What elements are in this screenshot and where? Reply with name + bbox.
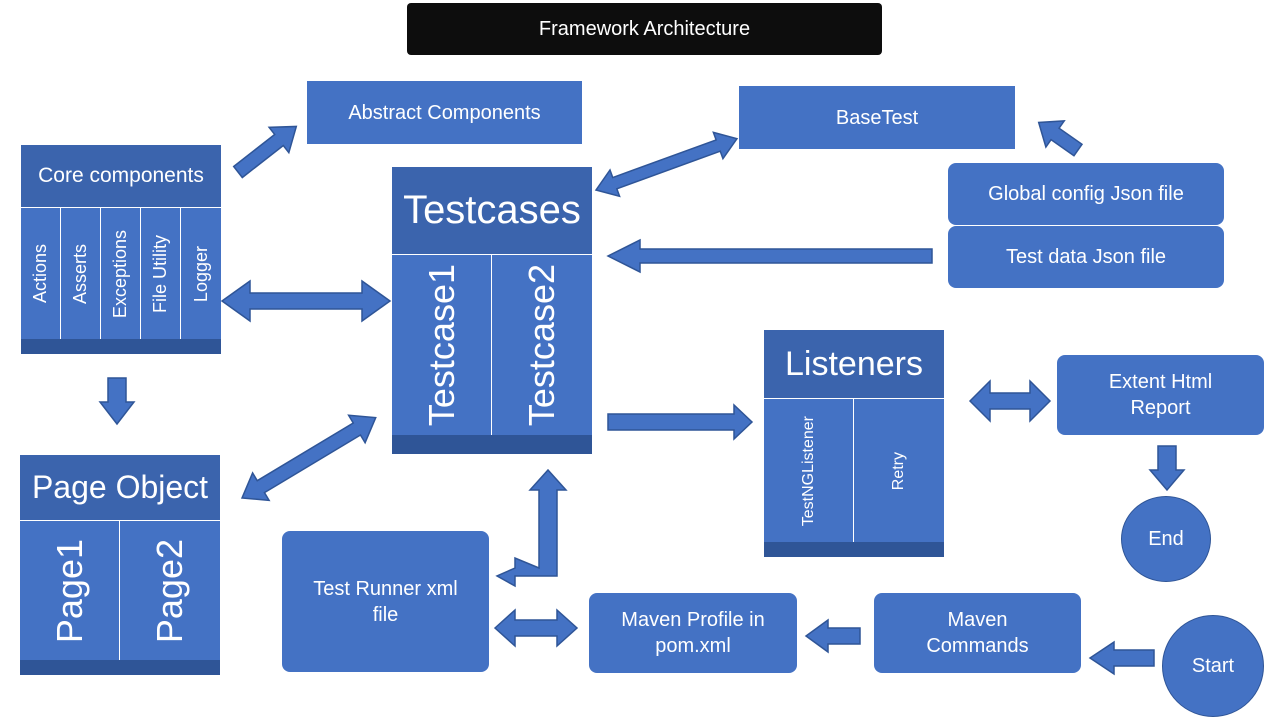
page-object-footer: [20, 660, 220, 675]
core-item-actions: Actions: [21, 208, 61, 340]
global-config-box: Global config Json file: [948, 163, 1224, 225]
core-item-asserts: Asserts: [61, 208, 101, 340]
test-runner-box: Test Runner xml file: [282, 531, 489, 672]
testcases-panel: Testcases Testcase1 Testcase2: [392, 167, 592, 454]
testcases-columns: Testcase1 Testcase2: [392, 254, 592, 436]
arrow-config-to-basetest: [1037, 119, 1084, 157]
arrow-core-testcases: [220, 279, 392, 323]
diagram-title: Framework Architecture: [407, 3, 882, 55]
test-data-box: Test data Json file: [948, 226, 1224, 288]
arrow-runner-to-testcases: [495, 468, 568, 588]
core-components-columns: Actions Asserts Exceptions File Utility …: [21, 207, 221, 340]
arrow-core-to-abstract: [232, 125, 298, 179]
core-item-exceptions: Exceptions: [101, 208, 141, 340]
listeners-footer: [764, 542, 944, 557]
listeners-panel: Listeners TestNGListener Retry: [764, 330, 944, 557]
arrow-runner-profile: [493, 608, 579, 648]
abstract-components-box: Abstract Components: [307, 81, 582, 144]
listeners-title: Listeners: [764, 330, 944, 398]
end-node: End: [1121, 496, 1211, 582]
extent-report-box: Extent Html Report: [1057, 355, 1264, 435]
page-object-panel: Page Object Page1 Page2: [20, 455, 220, 675]
arrow-start-to-commands: [1088, 640, 1155, 676]
arrow-testcases-to-listeners: [607, 403, 754, 441]
arrow-core-to-page: [98, 377, 136, 426]
testcases-title: Testcases: [392, 167, 592, 254]
core-components-title: Core components: [21, 145, 221, 207]
arrow-commands-to-profile: [804, 618, 861, 654]
arrow-report-to-end: [1148, 445, 1186, 492]
arrow-listeners-report: [968, 379, 1052, 423]
start-node: Start: [1162, 615, 1264, 717]
arrow-testdata-to-testcases: [606, 238, 933, 274]
arrow-page-testcases: [240, 414, 377, 502]
testcases-footer: [392, 435, 592, 454]
page-item-1: Page1: [20, 521, 120, 661]
listener-item-testng: TestNGListener: [764, 399, 854, 543]
testcase-item-1: Testcase1: [392, 255, 492, 436]
core-components-footer: [21, 339, 221, 354]
page-object-title: Page Object: [20, 455, 220, 520]
maven-commands-box: Maven Commands: [874, 593, 1081, 673]
page-object-columns: Page1 Page2: [20, 520, 220, 661]
listeners-columns: TestNGListener Retry: [764, 398, 944, 543]
arrow-testcases-basetest: [594, 131, 739, 198]
core-components-panel: Core components Actions Asserts Exceptio…: [21, 145, 221, 354]
maven-profile-box: Maven Profile in pom.xml: [589, 593, 797, 673]
base-test-box: BaseTest: [739, 86, 1015, 149]
core-item-file-utility: File Utility: [141, 208, 181, 340]
